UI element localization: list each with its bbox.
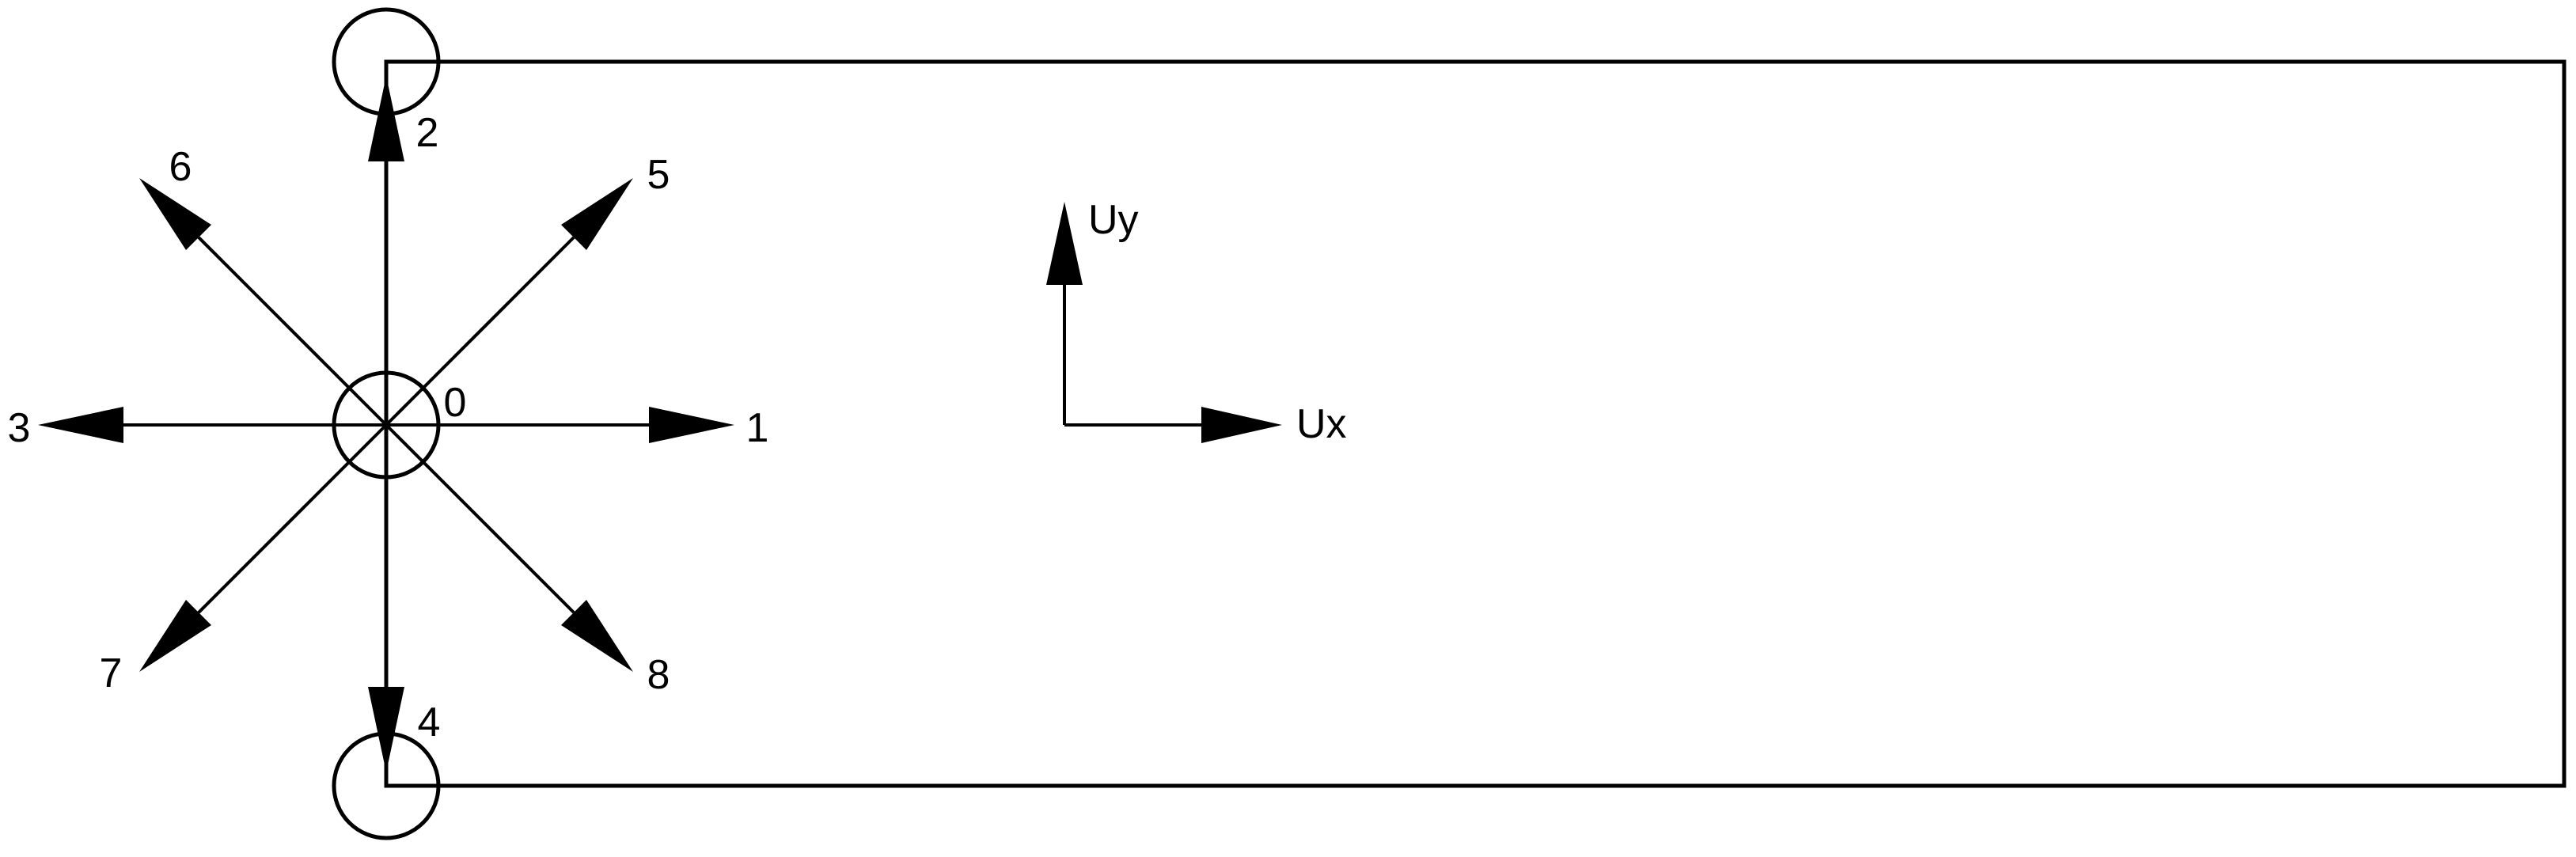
direction-label-1: 1 <box>746 405 769 451</box>
direction-label-6: 6 <box>169 144 192 190</box>
direction-6-arrowhead <box>139 178 211 250</box>
direction-6-shaft <box>197 236 388 427</box>
direction-5-arrowhead <box>561 178 633 250</box>
uy-axis-label: Uy <box>1088 197 1139 243</box>
direction-3-vector <box>38 407 386 443</box>
direction-7-shaft <box>197 423 388 614</box>
direction-label-0: 0 <box>444 380 467 426</box>
direction-label-8: 8 <box>647 652 670 698</box>
direction-6-vector <box>139 178 388 427</box>
direction-label-4: 4 <box>418 700 441 745</box>
velocity-axes <box>1046 202 1282 443</box>
direction-7-vector <box>139 423 388 672</box>
direction-label-2: 2 <box>416 110 439 156</box>
direction-1-vector <box>386 407 734 443</box>
direction-4-arrowhead <box>368 687 404 772</box>
direction-1-arrowhead <box>649 407 734 443</box>
direction-label-7: 7 <box>100 650 123 696</box>
direction-2-arrowhead <box>368 76 404 161</box>
direction-4-vector <box>368 425 404 772</box>
direction-2-vector <box>368 76 404 425</box>
direction-label-3: 3 <box>8 405 31 451</box>
direction-8-arrowhead <box>561 600 633 672</box>
direction-3-arrowhead <box>38 407 123 443</box>
direction-5-vector <box>385 178 633 427</box>
ux-axis-label: Ux <box>1296 401 1347 447</box>
direction-8-shaft <box>385 423 575 614</box>
direction-7-arrowhead <box>139 600 211 672</box>
ux-axis-arrowhead <box>1201 407 1282 443</box>
direction-label-5: 5 <box>647 152 670 198</box>
uy-axis-arrowhead <box>1046 202 1083 285</box>
direction-8-vector <box>385 423 633 672</box>
direction-5-shaft <box>385 236 575 427</box>
